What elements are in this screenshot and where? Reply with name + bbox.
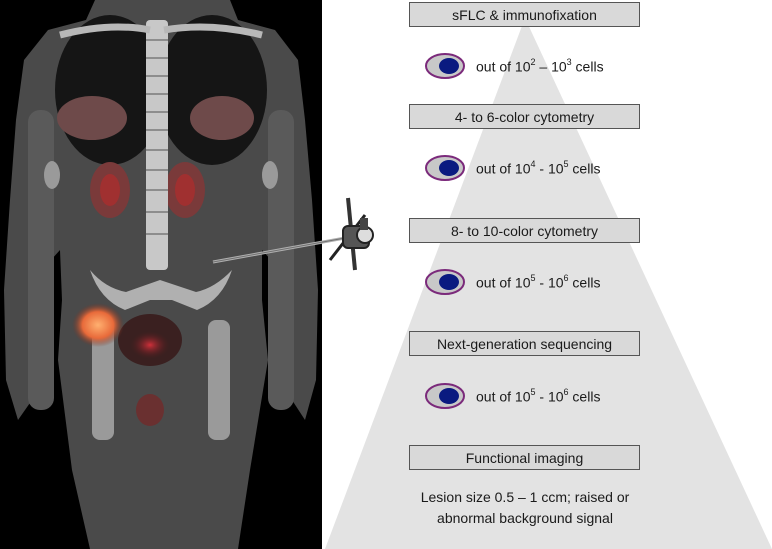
- note-line-2: abnormal background signal: [437, 510, 613, 526]
- sensitivity-row-4-6-color: out of 104 - 105 cells: [424, 154, 600, 182]
- tumor-cell-icon: [424, 382, 466, 410]
- method-label: sFLC & immunofixation: [452, 6, 597, 23]
- method-box-8-10-color-cytometry: 8- to 10-color cytometry: [409, 218, 640, 243]
- sensitivity-text: out of 105 - 106 cells: [476, 272, 601, 291]
- method-label: 4- to 6-color cytometry: [454, 108, 595, 125]
- functional-imaging-note: Lesion size 0.5 – 1 ccm; raised or abnor…: [395, 487, 655, 529]
- tumor-cell-icon: [424, 268, 466, 296]
- method-box-functional-imaging: Functional imaging: [409, 445, 640, 470]
- pet-ct-scan-image: [0, 0, 322, 549]
- method-label: 8- to 10-color cytometry: [450, 222, 599, 239]
- method-box-sflc-immunofixation: sFLC & immunofixation: [409, 2, 640, 27]
- sensitivity-text: out of 104 - 105 cells: [476, 158, 601, 177]
- sensitivity-text: out of 102 – 103 cells: [476, 56, 604, 75]
- sensitivity-text: out of 105 - 106 cells: [476, 386, 601, 405]
- tumor-cell-icon: [424, 52, 466, 80]
- method-label: Next-generation sequencing: [436, 335, 613, 352]
- method-label: Functional imaging: [465, 449, 584, 466]
- sensitivity-row-ngs: out of 105 - 106 cells: [424, 382, 600, 410]
- note-line-1: Lesion size 0.5 – 1 ccm; raised or: [420, 489, 630, 505]
- sensitivity-row-8-10-color: out of 105 - 106 cells: [424, 268, 600, 296]
- bone-marrow-biopsy-needle-icon: [212, 197, 374, 271]
- method-box-next-generation-sequencing: Next-generation sequencing: [409, 331, 640, 356]
- method-box-4-6-color-cytometry: 4- to 6-color cytometry: [409, 104, 640, 129]
- tumor-cell-icon: [424, 154, 466, 182]
- sensitivity-row-sflc: out of 102 – 103 cells: [424, 52, 604, 80]
